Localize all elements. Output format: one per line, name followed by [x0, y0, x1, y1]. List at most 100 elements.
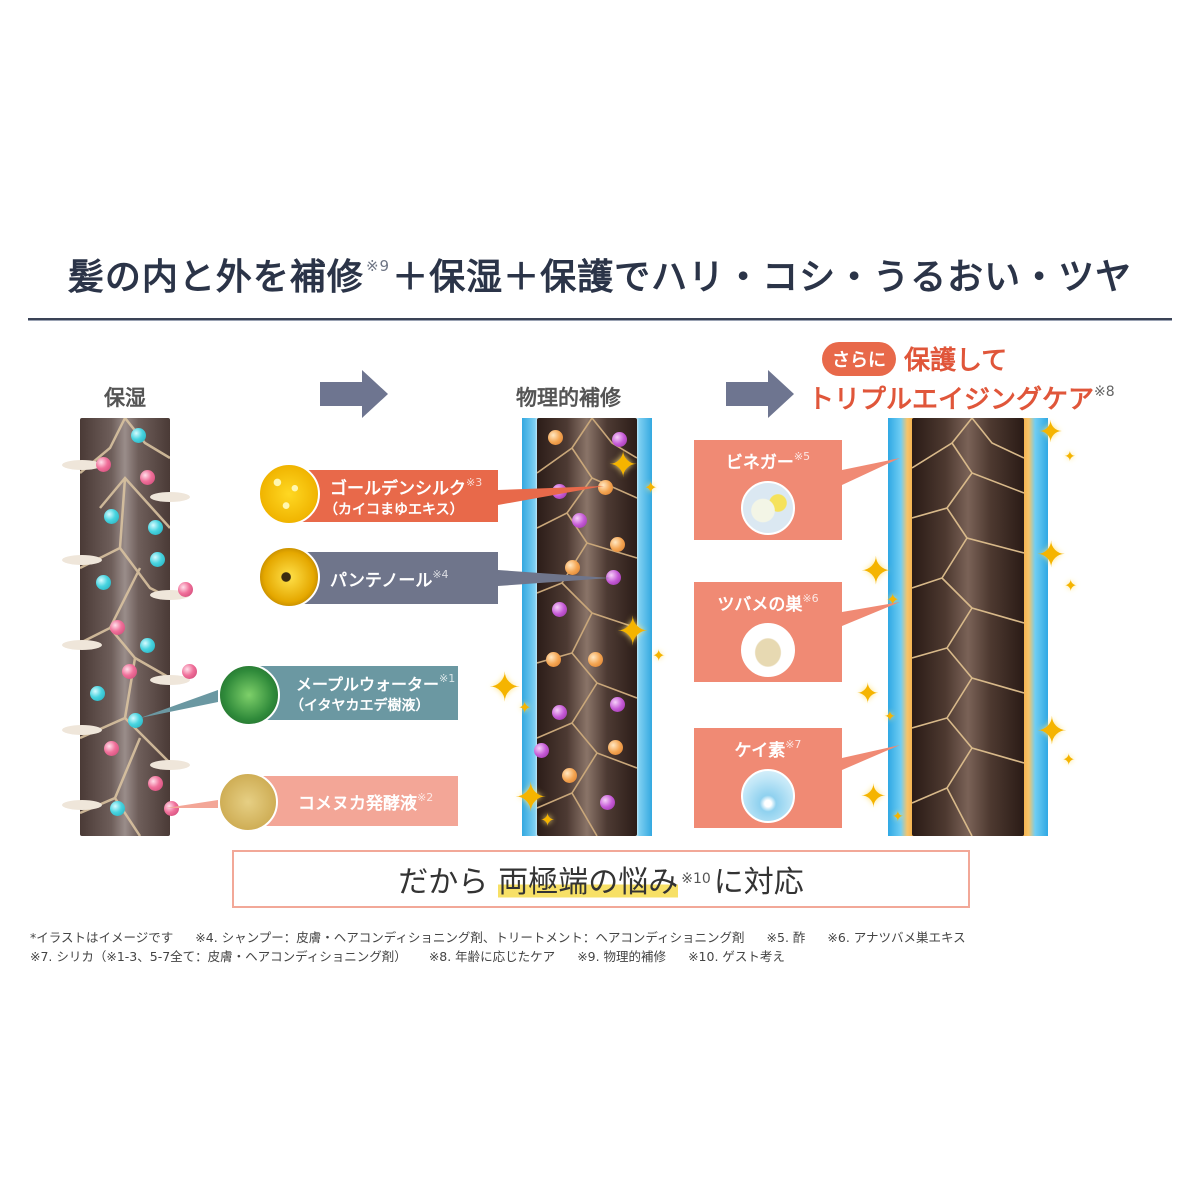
- repair-particle: [612, 432, 627, 447]
- ingredient-swallow-nest: ツバメの巣※6: [694, 582, 842, 682]
- ingredient-name: ゴールデンシルク: [330, 478, 466, 499]
- sparkle-icon: ✦: [860, 777, 887, 815]
- headline-divider: [28, 318, 1172, 321]
- ingredient-name: メープルウォーター: [296, 675, 440, 694]
- banner-note: ※10: [681, 871, 711, 887]
- repair-particle: [552, 484, 567, 499]
- arrow-right-icon: [726, 370, 796, 418]
- maple-leaf-image: [218, 664, 280, 726]
- moisture-particle: [148, 776, 163, 791]
- repair-particle: [600, 795, 615, 810]
- footnote-line-2: ※7. シリカ（※1-3、5-7全て：皮膚・ヘアコンディショニング剤）※8. 年…: [30, 947, 1180, 966]
- hair-strand-protect: [912, 418, 1024, 836]
- ingredient-rice-bran: コメヌカ発酵液※2: [258, 776, 458, 826]
- ingredient-name: パンテノール: [330, 570, 433, 591]
- banner-prefix: だから: [398, 865, 489, 900]
- sparkle-icon: ✦: [488, 665, 522, 711]
- repair-particle: [552, 705, 567, 720]
- repair-particle: [565, 560, 580, 575]
- sparkle-icon: ✦: [1064, 449, 1076, 465]
- footnote: ※10. ゲスト考え: [688, 949, 785, 964]
- footnote: ※7. シリカ（※1-3、5-7全て：皮膚・ヘアコンディショニング剤）: [30, 949, 407, 964]
- ingredient-name: ツバメの巣: [717, 595, 803, 615]
- sparkle-icon: ✦: [886, 590, 900, 609]
- ingredient-note: ※5: [793, 450, 811, 463]
- moisture-particle: [110, 801, 125, 816]
- ingredient-note: ※6: [802, 592, 819, 605]
- stage-label-moisture: 保湿: [104, 386, 146, 410]
- protect-title-line2: トリプルエイジングケア: [808, 385, 1095, 415]
- protect-title-note: ※8: [1094, 384, 1115, 400]
- sparkle-icon: ✦: [1064, 576, 1078, 595]
- headline: 髪の内と外を補修※9＋保湿＋保護でハリ・コシ・うるおい・ツヤ: [0, 248, 1200, 300]
- moisture-particle: [104, 509, 119, 524]
- repair-particle: [610, 537, 625, 552]
- hair-strand-moisture: [80, 418, 170, 836]
- moisture-particle: [182, 664, 197, 679]
- sparkle-icon: ✦: [892, 809, 904, 825]
- stage-label-protect: さらに 保護して トリプルエイジングケア※8: [800, 340, 1170, 416]
- arrow-right-icon: [320, 370, 390, 418]
- panthenol-image: [258, 546, 320, 608]
- repair-particle: [548, 430, 563, 445]
- moisture-particle: [148, 520, 163, 535]
- footnote: ※9. 物理的補修: [577, 949, 667, 964]
- sparkle-icon: ✦: [652, 646, 666, 665]
- ingredient-sub: （イタヤカエデ樹液）: [290, 698, 430, 714]
- ingredient-maple-water: メープルウォーター※1 （イタヤカエデ樹液）: [258, 666, 458, 720]
- ingredient-note: ※4: [432, 567, 449, 581]
- moisture-particle: [128, 713, 143, 728]
- stage-label-repair: 物理的補修: [516, 386, 621, 410]
- footnotes: *イラストはイメージです ※4. シャンプー：皮膚・ヘアコンディショニング剤、トリ…: [30, 928, 1180, 966]
- vinegar-image: [741, 481, 795, 535]
- ingredient-name: ケイ素: [734, 741, 786, 761]
- headline-part2: ＋保湿＋保護でハリ・コシ・うるおい・ツヤ: [392, 257, 1133, 298]
- golden-silk-image: [258, 463, 320, 525]
- moisture-particle: [122, 664, 137, 679]
- ingredient-golden-silk: ゴールデンシルク※3 （カイコまゆエキス）: [300, 470, 498, 522]
- footnote-line-1: *イラストはイメージです ※4. シャンプー：皮膚・ヘアコンディショニング剤、トリ…: [30, 928, 1180, 947]
- headline-part1: 髪の内と外を補修: [67, 257, 364, 298]
- headline-note: ※9: [365, 257, 391, 275]
- repair-particle: [610, 697, 625, 712]
- moisture-particle: [150, 552, 165, 567]
- sparkle-icon: ✦: [514, 775, 548, 821]
- conclusion-banner: だから 両極端の悩み ※10 に対応: [232, 850, 970, 908]
- footnote: ※4. シャンプー：皮膚・ヘアコンディショニング剤、トリートメント：ヘアコンディ…: [195, 930, 745, 945]
- repair-particle: [546, 652, 561, 667]
- sparkle-icon: ✦: [616, 609, 650, 655]
- ingredient-name: ビネガー: [725, 453, 794, 473]
- footnote: ※6. アナツバメ巣エキス: [827, 930, 966, 945]
- moisture-particle: [104, 741, 119, 756]
- repair-particle: [534, 743, 549, 758]
- sparkle-icon: ✦: [856, 677, 880, 710]
- ingredient-vinegar: ビネガー※5: [694, 440, 842, 540]
- repair-particle: [588, 652, 603, 667]
- sparkle-icon: ✦: [1062, 750, 1076, 769]
- sparkle-icon: ✦: [518, 698, 532, 717]
- moisture-particle: [140, 470, 155, 485]
- ingredient-note: ※3: [466, 475, 483, 489]
- water-droplet-image: [741, 769, 795, 823]
- ingredient-sub: （カイコまゆエキス）: [324, 501, 464, 518]
- moisture-particle: [178, 582, 193, 597]
- repair-particle: [608, 740, 623, 755]
- rice-bran-image: [218, 772, 278, 832]
- sparkle-icon: ✦: [540, 810, 556, 831]
- protect-title-line1: 保護して: [904, 346, 1008, 376]
- moisture-particle: [110, 620, 125, 635]
- moisture-particle: [96, 575, 111, 590]
- furthermore-badge: さらに: [822, 341, 896, 376]
- repair-particle: [562, 768, 577, 783]
- repair-particle: [552, 602, 567, 617]
- banner-highlight: 両極端の悩み: [498, 857, 679, 901]
- ingredient-silicon: ケイ素※7: [694, 728, 842, 828]
- swallow-nest-image: [741, 623, 795, 677]
- moisture-particle: [140, 638, 155, 653]
- ingredient-panthenol: パンテノール※4: [300, 552, 498, 604]
- ingredient-note: ※2: [417, 790, 434, 804]
- ingredient-name: コメヌカ発酵液: [298, 793, 417, 814]
- footnote: *イラストはイメージです: [30, 930, 174, 945]
- repair-particle: [606, 570, 621, 585]
- sparkle-icon: ✦: [644, 478, 658, 497]
